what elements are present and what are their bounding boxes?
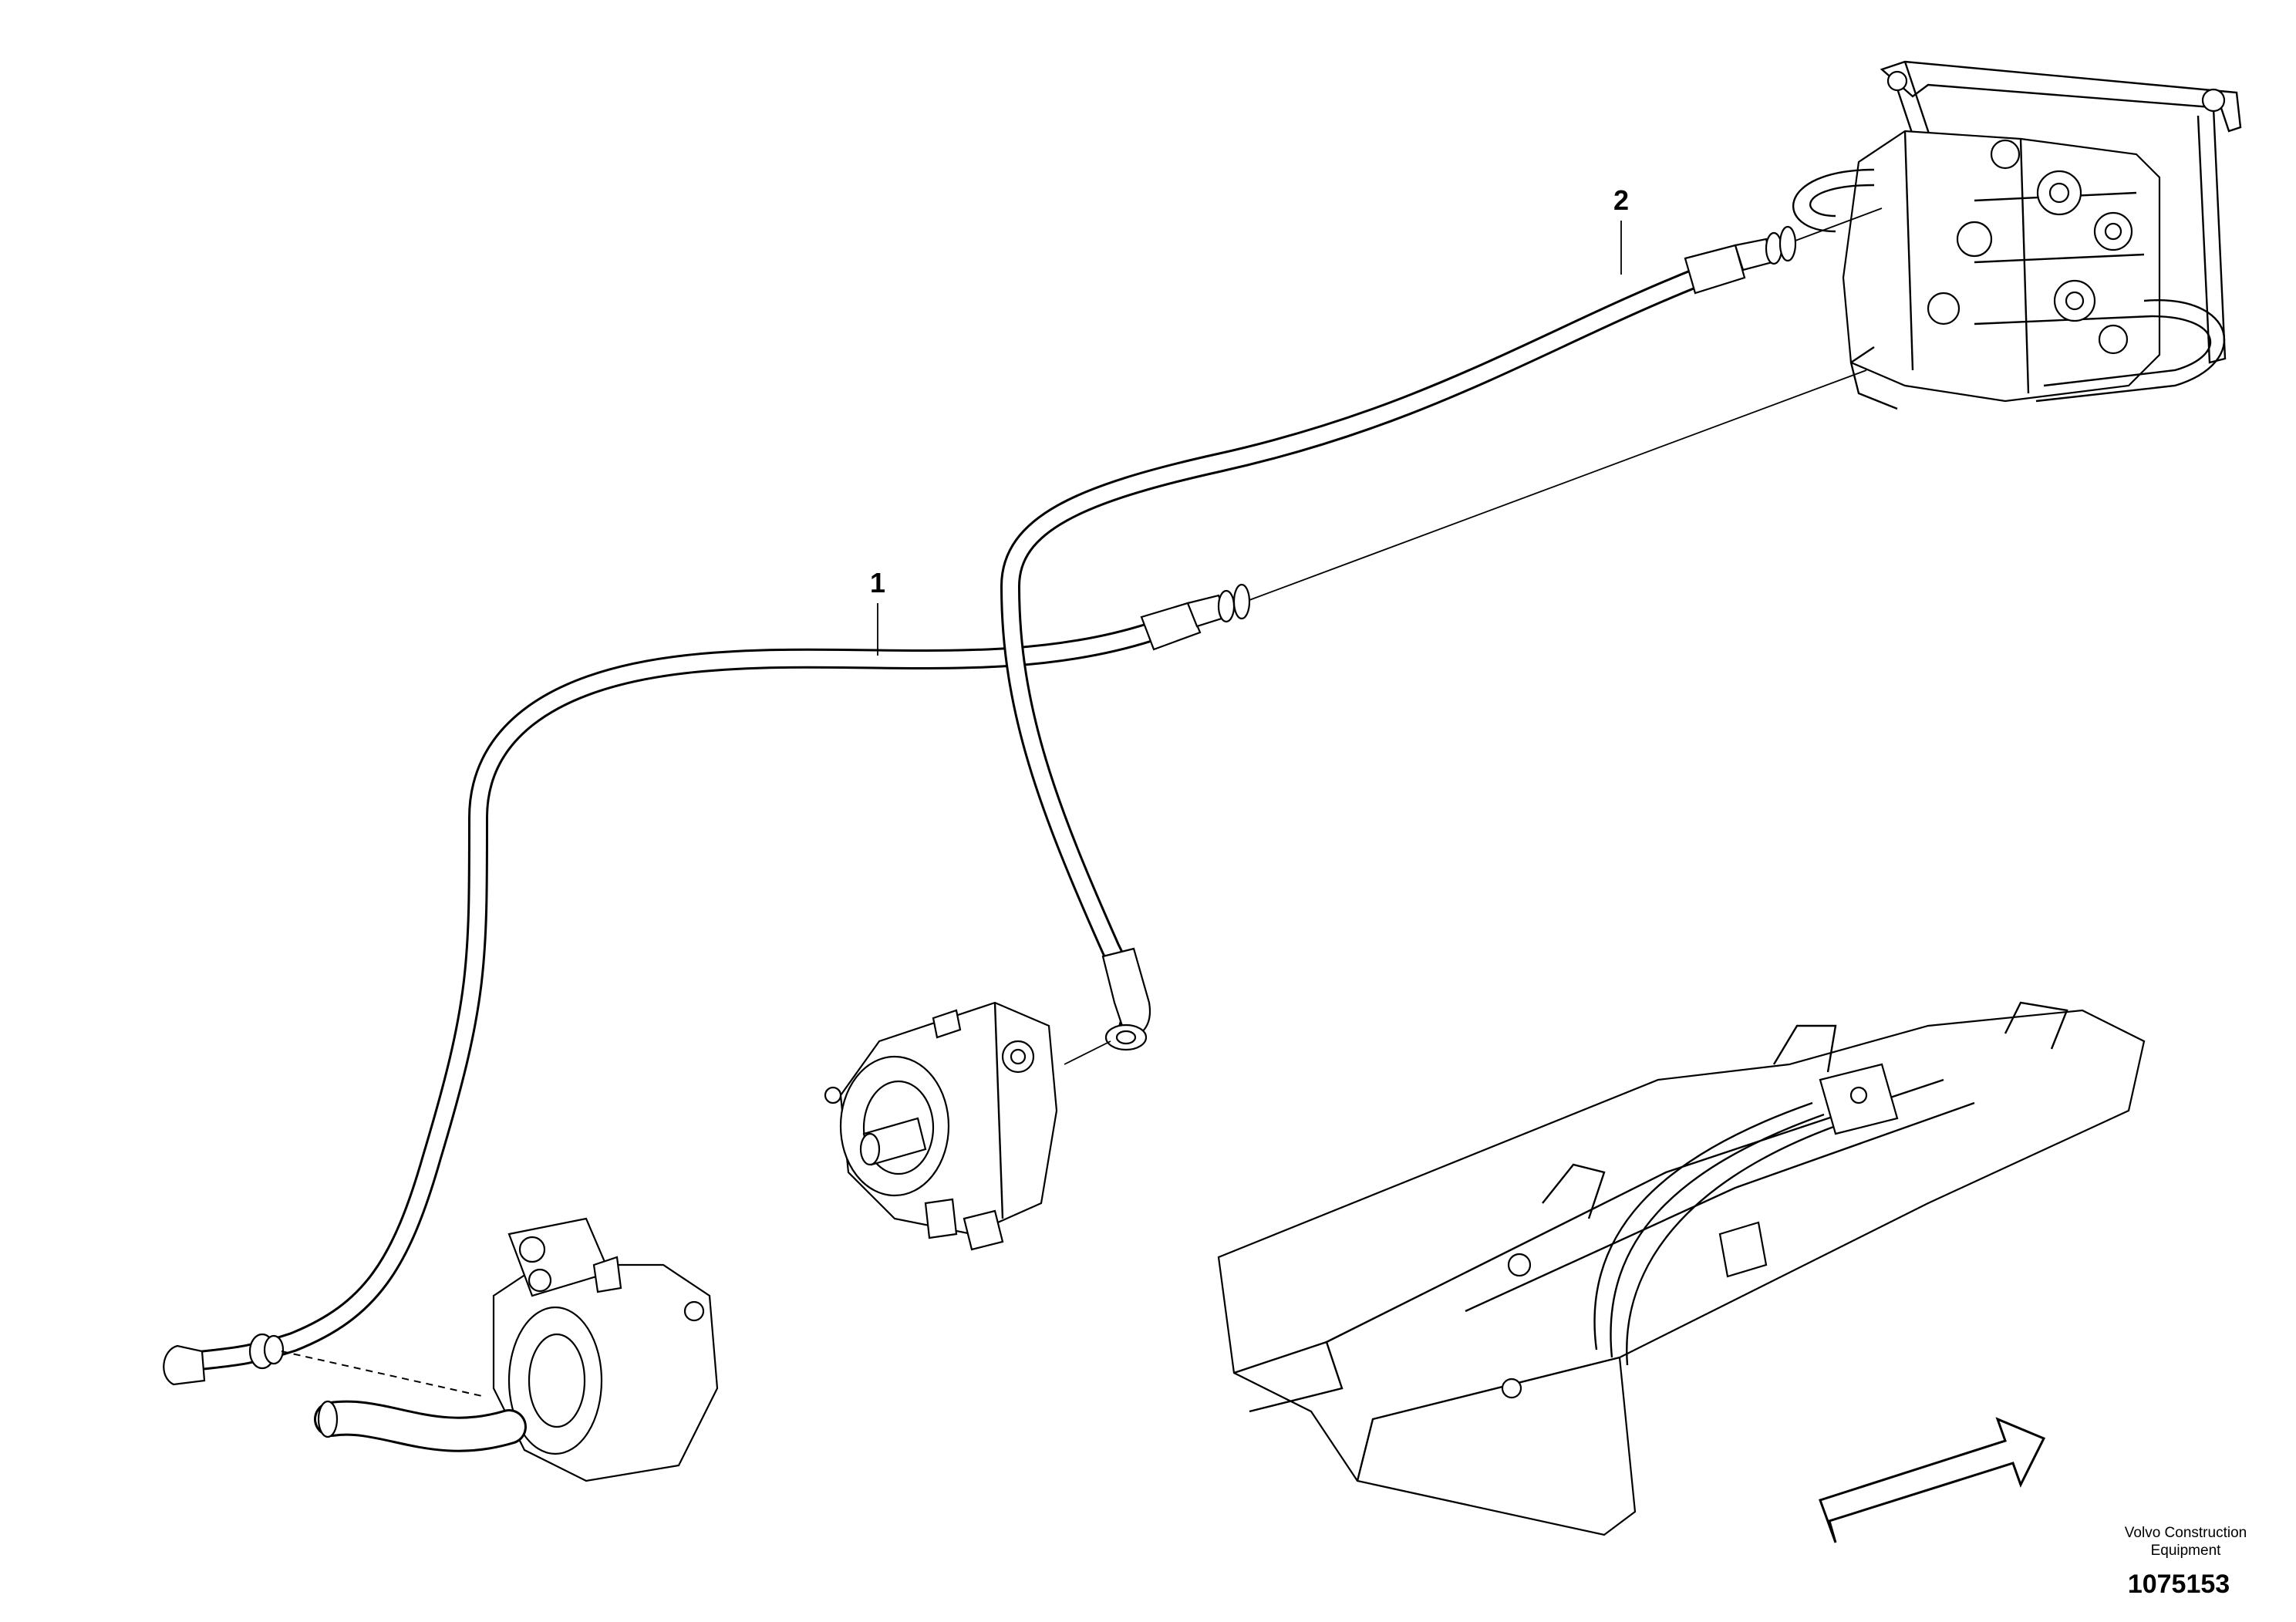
hose-1 [163,583,1251,1386]
hose-2 [1000,225,1797,1051]
document-number: 1075153 [2128,1570,2230,1599]
control-valve-assembly [1792,60,2242,410]
callout-1: 1 [870,567,885,656]
callout-2: 2 [1613,184,1629,275]
brand-line-2: Equipment [2151,1543,2222,1559]
brand-line-1: Volvo Construction [2125,1525,2247,1541]
connection-dashed-line [281,1351,483,1397]
connection-line-hose-2 [1795,207,1883,241]
machine-frame-overview [1217,1001,2146,1536]
callout-2-label: 2 [1613,184,1629,216]
bottom-pump-assembly [314,1217,719,1482]
callout-1-label: 1 [870,567,885,599]
direction-arrow-icon [1819,1417,2046,1543]
connection-line-pump [1064,1040,1111,1065]
connection-line-hose-1 [1249,369,1867,601]
hydraulic-pump [824,1001,1058,1251]
